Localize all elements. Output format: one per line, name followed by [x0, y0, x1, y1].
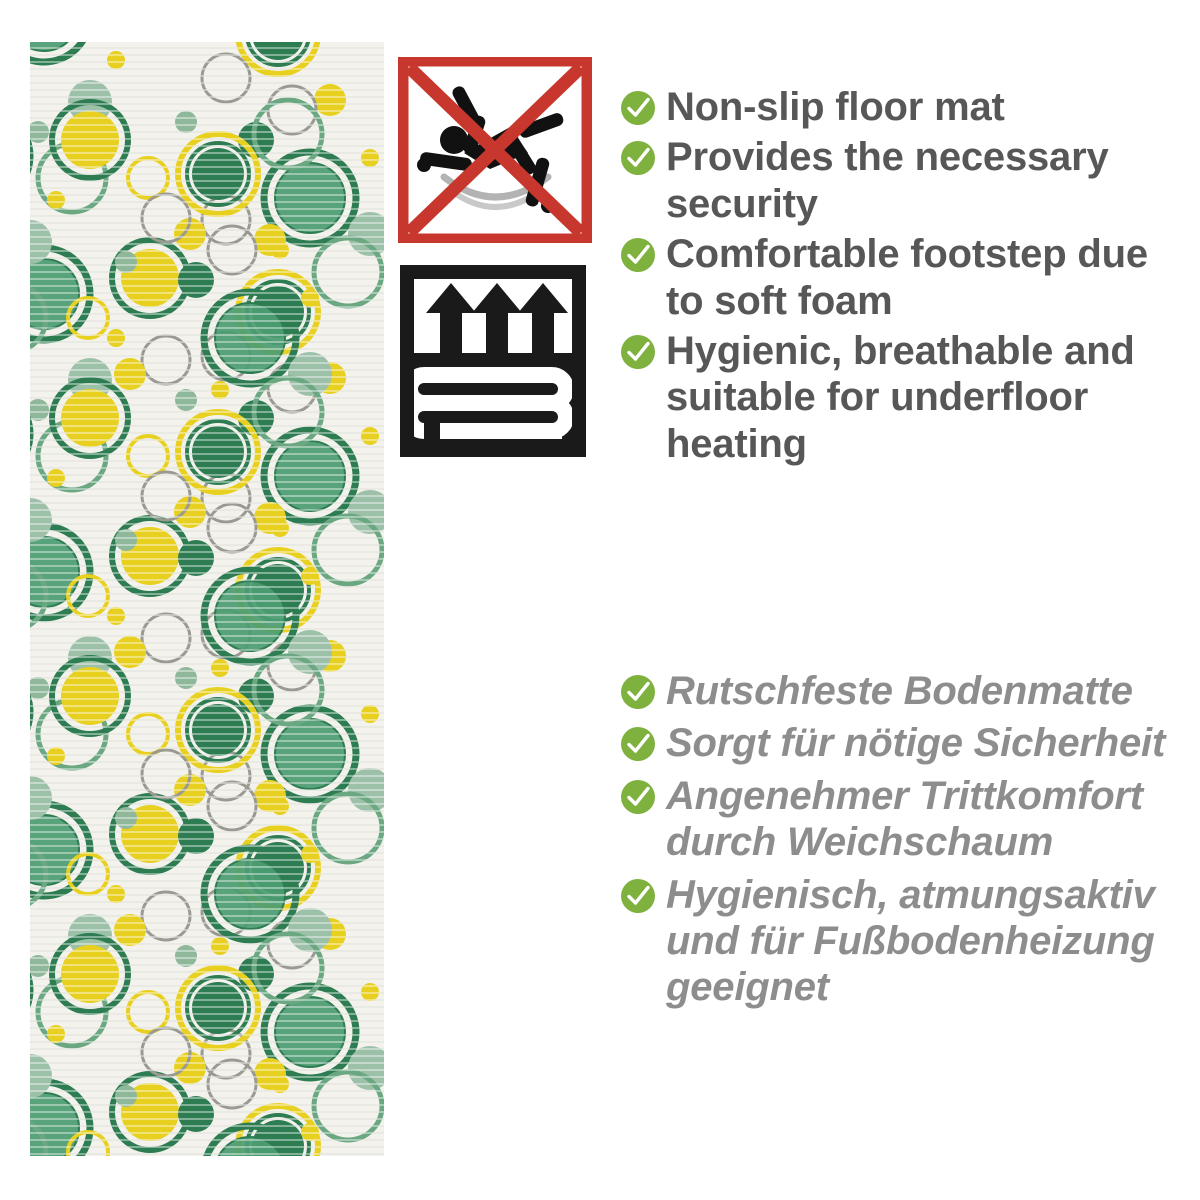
feature-item: Hygienisch, atmungsaktiv und für Fußbode…: [620, 872, 1180, 1011]
check-circle-icon: [620, 237, 656, 273]
feature-label: Hygienic, breathable and suitable for un…: [666, 328, 1135, 466]
check-circle-icon: [620, 674, 656, 710]
check-circle-icon: [620, 140, 656, 176]
feature-item: Non-slip floor mat: [620, 84, 1180, 130]
check-circle-icon: [620, 779, 656, 815]
feature-label: Hygienisch, atmungsaktiv und für Fußbode…: [666, 872, 1155, 1010]
feature-item: Hygienic, breathable and suitable for un…: [620, 328, 1180, 467]
underfloor-heating-icon: [400, 265, 586, 457]
feature-label: Rutschfeste Bodenmatte: [666, 669, 1133, 713]
underfloor-heating-graphic: [400, 265, 586, 457]
check-circle-icon: [620, 726, 656, 762]
feature-item: Comfortable footstep due to soft foam: [620, 231, 1180, 324]
no-slip-warning-graphic: [398, 57, 592, 243]
feature-label: Comfortable footstep due to soft foam: [666, 232, 1148, 323]
check-circle-icon: [620, 90, 656, 126]
feature-label: Non-slip floor mat: [666, 85, 1005, 129]
check-circle-icon: [620, 878, 656, 914]
feature-label: Sorgt für nötige Sicherheit: [666, 721, 1166, 766]
feature-label: Provides the necessary security: [666, 135, 1109, 226]
product-swatch-image: [30, 42, 384, 1156]
feature-item: Provides the necessary security: [620, 134, 1180, 227]
no-slip-warning-icon: [398, 57, 592, 243]
mat-pattern-graphic: [30, 42, 384, 1156]
feature-list-english: Non-slip floor mat Provides the necessar…: [620, 84, 1180, 471]
check-circle-icon: [620, 334, 656, 370]
feature-item: Angenehmer Trittkomfort durch Weichschau…: [620, 773, 1180, 866]
feature-item: Rutschfeste Bodenmatte: [620, 668, 1180, 714]
feature-list-german: Rutschfeste Bodenmatte Sorgt für nötige …: [620, 668, 1180, 1017]
feature-item: Sorgt für nötige Sicherheit: [620, 720, 1180, 766]
feature-label: Angenehmer Trittkomfort durch Weichschau…: [666, 773, 1143, 865]
